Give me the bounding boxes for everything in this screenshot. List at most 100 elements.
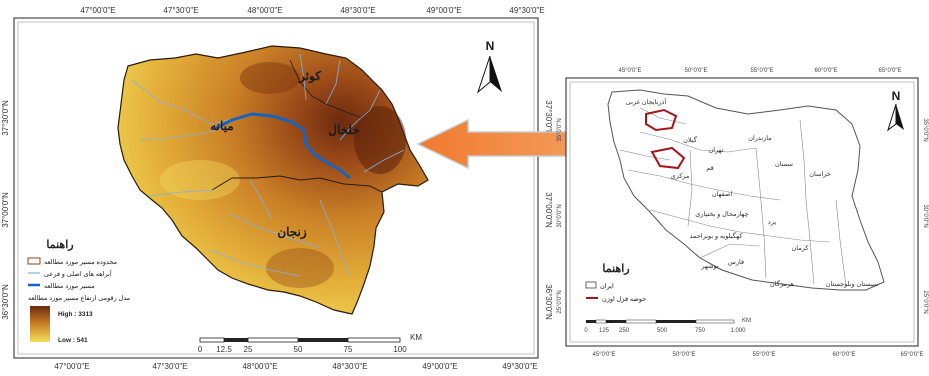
svg-text:50: 50 — [294, 345, 303, 354]
svg-text:کهگیلویه و بویراحمد: کهگیلویه و بویراحمد — [690, 231, 744, 240]
study-route — [215, 112, 351, 180]
svg-text:49°30'0"E: 49°30'0"E — [509, 6, 544, 15]
svg-text:47°30'0"E: 47°30'0"E — [163, 6, 198, 15]
dem-area — [117, 45, 429, 315]
right-top-ticks: 45°0'0"E 50°0'0"E 55°0'0"E 60°0'0"E 65°0… — [618, 68, 901, 74]
svg-text:47°00'0"E: 47°00'0"E — [80, 6, 115, 15]
svg-text:48°00'0"E: 48°00'0"E — [247, 6, 282, 15]
svg-text:37°00'0"N: 37°00'0"N — [1, 192, 10, 228]
svg-text:1.000: 1.000 — [730, 328, 746, 334]
svg-text:KM: KM — [410, 333, 422, 342]
svg-text:KM: KM — [742, 318, 751, 324]
svg-text:سیستان وبلوچستان: سیستان وبلوچستان — [826, 280, 879, 288]
left-legend: راهنما محدوده مسیر مورد مطالعه آبراهه ها… — [27, 239, 131, 344]
svg-text:60°0'0"E: 60°0'0"E — [832, 352, 855, 358]
left-map-panel: کوثر میانه خلخال زنجان N 47°00'0"E 47°30… — [1, 6, 553, 371]
region-label-mianeh: میانه — [210, 119, 233, 133]
svg-text:37°30'0"N: 37°30'0"N — [1, 100, 10, 136]
left-side-ticks: 37°30'0"N 37°00'0"N 36°30'0"N 37°30'0"N … — [1, 100, 553, 320]
svg-text:45°0'0"E: 45°0'0"E — [618, 68, 641, 74]
svg-text:25°0'0"N: 25°0'0"N — [557, 290, 563, 313]
svg-text:گیلان: گیلان — [683, 135, 698, 144]
svg-text:آبراهه های اصلی و فرعی: آبراهه های اصلی و فرعی — [44, 268, 113, 278]
svg-text:250: 250 — [619, 328, 630, 334]
svg-text:فارس: فارس — [728, 258, 744, 266]
svg-text:خراسان: خراسان — [809, 170, 831, 178]
svg-text:125: 125 — [599, 328, 610, 334]
left-bottom-ticks: 47°00'0"E 47°30'0"E 48°00'0"E 48°30'0"E … — [54, 362, 537, 371]
right-scale-bar: 0 125 250 500 750 1.000 KM — [584, 318, 751, 334]
svg-text:N: N — [486, 39, 495, 53]
svg-text:36°30'0"N: 36°30'0"N — [1, 284, 10, 320]
svg-text:مرکزی: مرکزی — [671, 172, 690, 180]
streams — [131, 53, 405, 277]
svg-text:37°00'0"N: 37°00'0"N — [544, 192, 553, 228]
svg-text:مازندران: مازندران — [748, 134, 772, 142]
region-label-khalkhal: خلخال — [328, 123, 360, 137]
svg-text:48°00'0"E: 48°00'0"E — [242, 362, 277, 371]
right-legend: راهنما ایران حوضه قزل اوزن — [585, 263, 646, 303]
svg-text:48°30'0"E: 48°30'0"E — [332, 362, 367, 371]
left-scale-bar: 0 12.5 25 50 75 100 KM — [198, 333, 423, 354]
svg-text:48°30'0"E: 48°30'0"E — [340, 6, 375, 15]
svg-text:0: 0 — [198, 345, 203, 354]
svg-text:آذربایجان غربی: آذربایجان غربی — [626, 96, 668, 106]
svg-text:55°0'0"E: 55°0'0"E — [750, 68, 773, 74]
svg-text:چهارمحال و بختیاری: چهارمحال و بختیاری — [695, 210, 748, 218]
dem-color-ramp — [30, 306, 50, 342]
svg-text:High : 3313: High : 3313 — [58, 311, 93, 318]
svg-text:بوشهر: بوشهر — [700, 263, 718, 270]
svg-text:اصفهان: اصفهان — [712, 190, 733, 198]
region-label-kowsar: کوثر — [298, 69, 321, 84]
left-top-ticks: 47°00'0"E 47°30'0"E 48°00'0"E 48°30'0"E … — [80, 6, 544, 15]
svg-text:محدوده مسیر مورد مطالعه: محدوده مسیر مورد مطالعه — [44, 258, 118, 266]
svg-text:30°0'0"N: 30°0'0"N — [557, 204, 563, 227]
svg-text:راهنما: راهنما — [46, 239, 73, 251]
qezel-ozan-basin — [645, 108, 678, 132]
svg-text:N: N — [892, 89, 901, 103]
svg-text:مدل رقومی ارتفاع مسیر مورد مطا: مدل رقومی ارتفاع مسیر مورد مطالعه — [28, 294, 131, 302]
svg-text:49°30'0"E: 49°30'0"E — [502, 362, 537, 371]
svg-text:50°0'0"E: 50°0'0"E — [672, 352, 695, 358]
svg-text:حوضه قزل اوزن: حوضه قزل اوزن — [602, 295, 646, 303]
svg-text:65°0'0"E: 65°0'0"E — [900, 352, 923, 358]
svg-text:ایران: ایران — [600, 282, 614, 290]
svg-text:30°0'0"N: 30°0'0"N — [922, 204, 928, 227]
svg-text:35°0'0"N: 35°0'0"N — [922, 118, 928, 141]
svg-text:100: 100 — [393, 345, 407, 354]
svg-text:49°00'0"E: 49°00'0"E — [422, 362, 457, 371]
svg-text:750: 750 — [695, 328, 706, 334]
north-arrow-left: N — [476, 39, 502, 94]
right-map-panel: سمنان خراسان اصفهان یزد کرمان فارس هرمزگ… — [557, 68, 928, 358]
svg-text:55°0'0"E: 55°0'0"E — [752, 352, 775, 358]
iran-outline — [607, 89, 885, 291]
svg-text:Low : 541: Low : 541 — [58, 337, 88, 344]
svg-text:تهران: تهران — [709, 146, 724, 154]
svg-text:مسیر مورد مطالعه: مسیر مورد مطالعه — [44, 282, 95, 290]
svg-text:60°0'0"E: 60°0'0"E — [814, 68, 837, 74]
svg-text:49°00'0"E: 49°00'0"E — [426, 6, 461, 15]
svg-text:راهنما: راهنما — [602, 263, 629, 275]
svg-text:500: 500 — [657, 328, 668, 334]
svg-text:12.5: 12.5 — [216, 345, 232, 354]
svg-text:50°0'0"E: 50°0'0"E — [684, 68, 707, 74]
svg-text:یزد: یزد — [768, 219, 776, 226]
province-labels: سمنان خراسان اصفهان یزد کرمان فارس هرمزگ… — [626, 96, 879, 288]
svg-text:36°30'0"N: 36°30'0"N — [544, 284, 553, 320]
svg-text:سمنان: سمنان — [775, 160, 793, 168]
right-side-ticks: 35°0'0"N 30°0'0"N 25°0'0"N 35°0'0"N 30°0… — [557, 118, 928, 313]
svg-text:هرمزگان: هرمزگان — [770, 279, 795, 288]
svg-text:47°00'0"E: 47°00'0"E — [54, 362, 89, 371]
svg-text:65°0'0"E: 65°0'0"E — [878, 68, 901, 74]
svg-text:کرمان: کرمان — [792, 244, 810, 252]
right-bottom-ticks: 45°0'0"E 50°0'0"E 55°0'0"E 60°0'0"E 65°0… — [592, 352, 923, 358]
svg-text:45°0'0"E: 45°0'0"E — [592, 352, 615, 358]
svg-text:37°30'0"N: 37°30'0"N — [544, 100, 553, 136]
svg-text:25: 25 — [244, 345, 253, 354]
svg-text:75: 75 — [344, 345, 353, 354]
svg-text:0: 0 — [584, 328, 588, 334]
svg-text:47°30'0"E: 47°30'0"E — [152, 362, 187, 371]
region-label-zanjan: زنجان — [277, 225, 307, 240]
svg-text:35°0'0"N: 35°0'0"N — [557, 118, 563, 141]
